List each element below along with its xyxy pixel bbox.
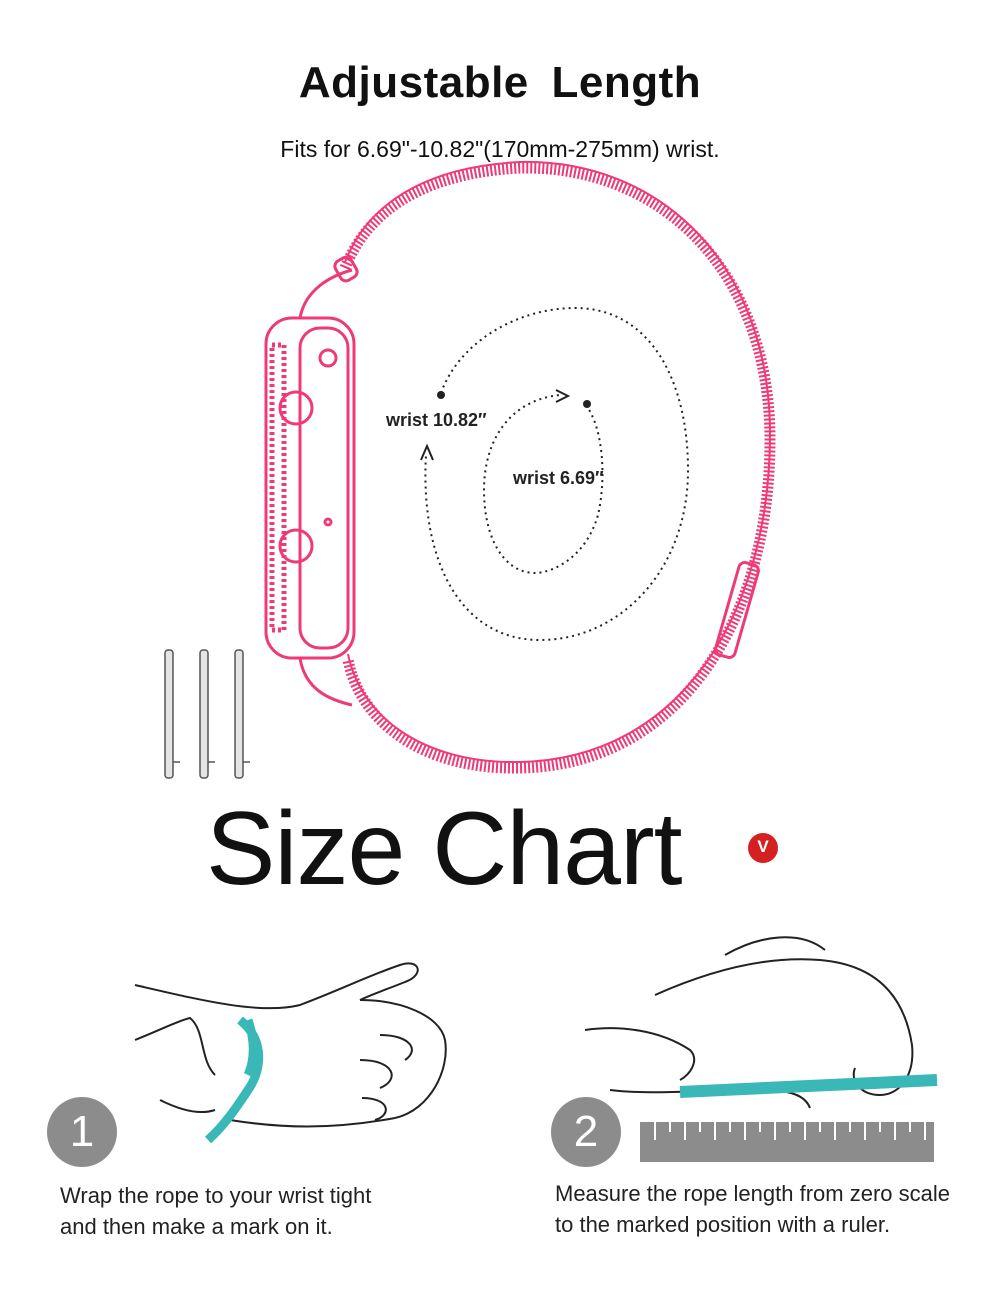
inner-circle-start-dot (583, 400, 591, 408)
rope-step-2 (679, 1074, 938, 1098)
page-title: Adjustable Length (298, 58, 702, 107)
size-chart-heading: Size Chart (206, 791, 683, 907)
step-1-line-2: and then make a mark on it. (60, 1214, 333, 1239)
wrist-fit-subtitle: Fits for 6.69"-10.82"(170mm-275mm) wrist… (280, 136, 720, 162)
step-1-line-1: Wrap the rope to your wrist tight (60, 1183, 372, 1208)
outer-wrist-circle (424, 306, 690, 642)
measure-illustrations (134, 936, 938, 1162)
inner-wrist-circle (482, 394, 604, 575)
step-2-badge: 2 (551, 1097, 621, 1167)
ruler (640, 1122, 934, 1162)
step-2-line-1: Measure the rope length from zero scale (555, 1181, 950, 1206)
outer-circle-arrow (420, 443, 434, 461)
outer-wrist-label: wrist 10.82″ (386, 410, 487, 430)
watch-body (264, 255, 359, 707)
step-1-instructions: Wrap the rope to your wrist tight and th… (60, 1180, 371, 1242)
measuring-hand-drawing (584, 936, 914, 1109)
step-2-instructions: Measure the rope length from zero scale … (555, 1178, 950, 1240)
inner-wrist-label: wrist 6.69″ (513, 468, 604, 488)
outer-circle-start-dot (437, 391, 445, 399)
v-badge-icon: V (748, 833, 778, 863)
spring-bars (164, 649, 250, 779)
step-1-badge: 1 (47, 1097, 117, 1167)
step-2-line-2: to the marked position with a ruler. (555, 1212, 891, 1237)
wrist-hand-drawing (134, 962, 447, 1128)
inner-circle-arrow (555, 389, 571, 403)
band-diagram (164, 160, 776, 779)
ruler-ticks (654, 1122, 926, 1140)
band-clasp (714, 561, 760, 659)
